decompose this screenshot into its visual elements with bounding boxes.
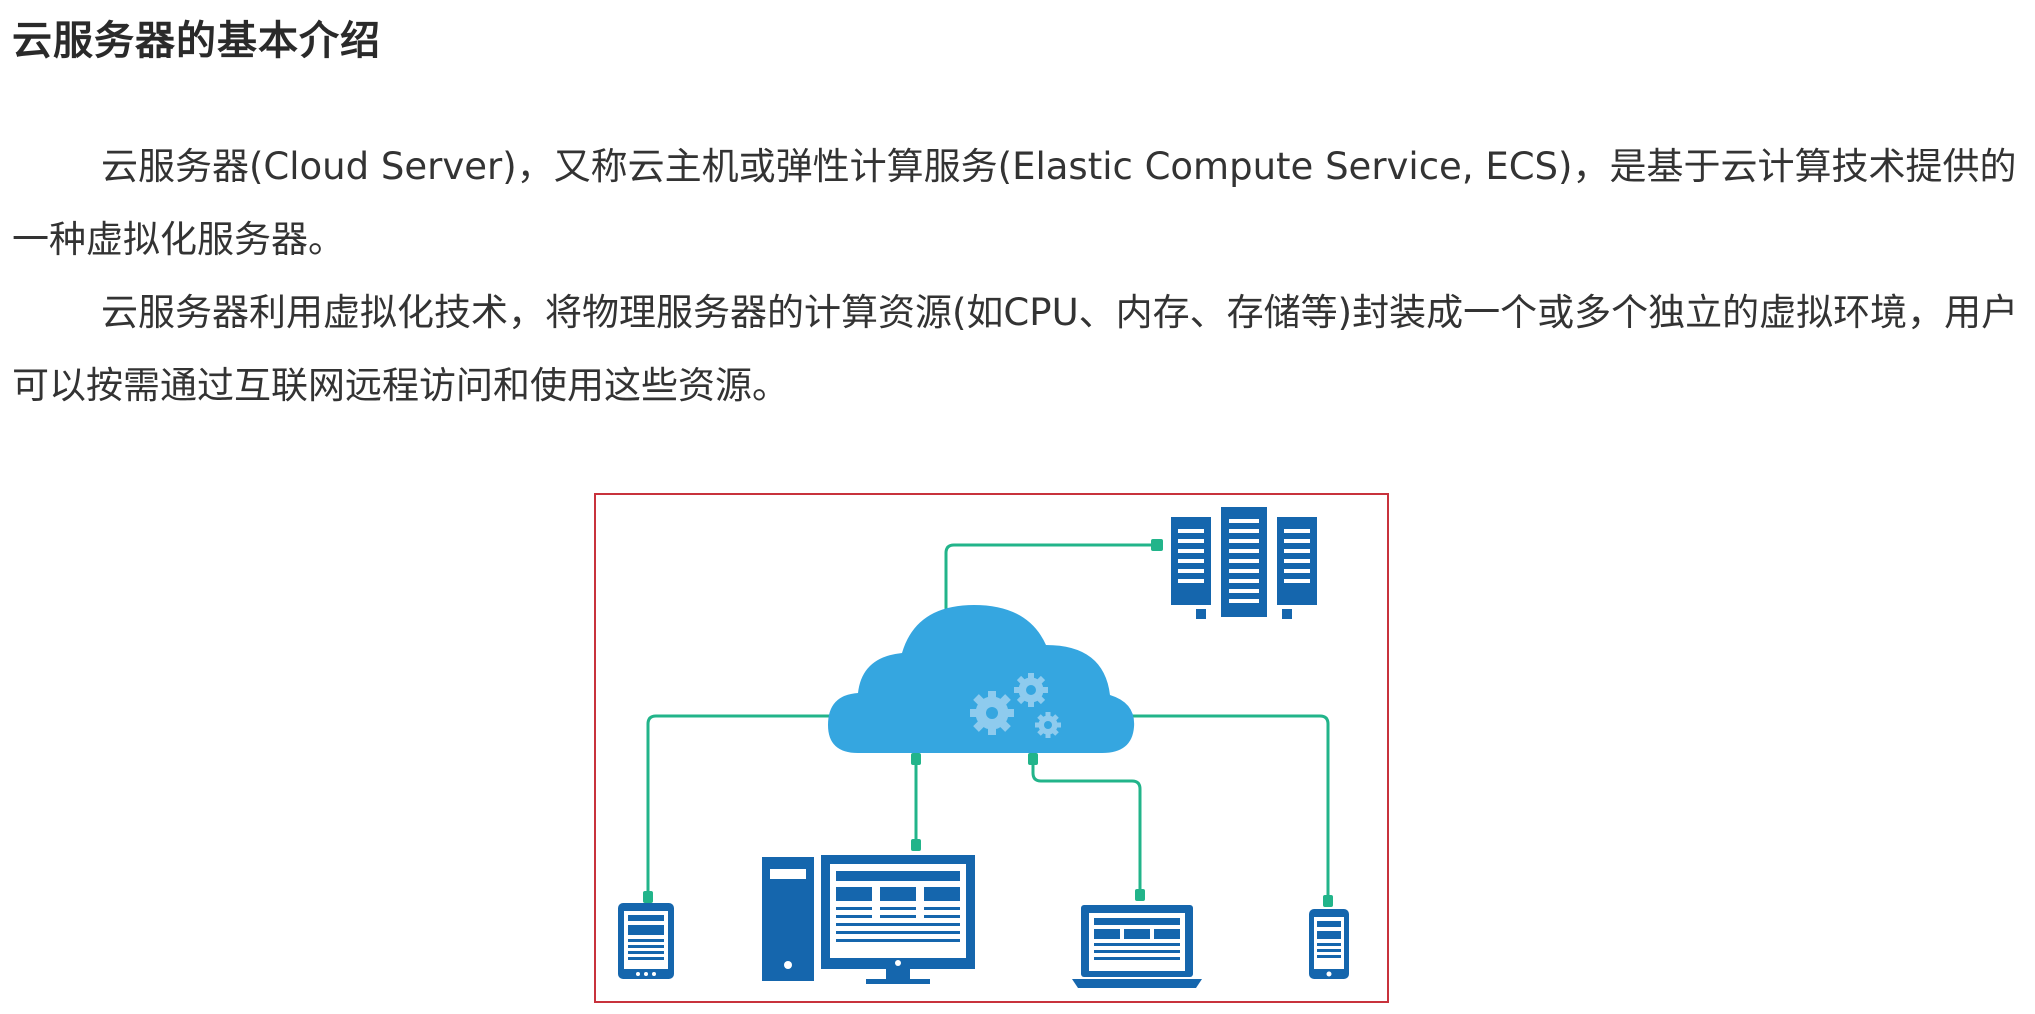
- virtualization-paragraph: 云服务器利用虚拟化技术，将物理服务器的计算资源(如CPU、内存、存储等)封装成一…: [12, 291, 2019, 407]
- gear-icon: [1014, 673, 1048, 707]
- server-rack-icon: [1171, 507, 1317, 619]
- plug: [911, 753, 921, 765]
- connector-cloud-tablet: [646, 714, 853, 893]
- plug: [1151, 539, 1163, 551]
- laptop-icon: [1072, 905, 1202, 988]
- plug: [643, 891, 653, 903]
- connector-lines: [646, 543, 1330, 900]
- plug: [1135, 889, 1145, 901]
- connector-cloud-server: [944, 543, 1156, 632]
- plug: [1028, 753, 1038, 765]
- gear-icon: [970, 691, 1014, 735]
- gear-icon: [1035, 712, 1061, 738]
- cloud-server-diagram: [594, 493, 1389, 1003]
- desktop-computer-icon: [762, 855, 975, 984]
- tablet-icon: [618, 903, 674, 979]
- plug: [1323, 895, 1333, 907]
- smartphone-icon: [1309, 909, 1349, 979]
- diagram-canvas: [618, 507, 1349, 988]
- connector-cloud-phone: [1116, 714, 1330, 900]
- connector-cloud-laptop: [1031, 758, 1142, 895]
- plug: [911, 839, 921, 851]
- intro-paragraph: 云服务器(Cloud Server)，又称云主机或弹性计算服务(Elastic …: [12, 145, 2017, 261]
- cloud-icon: [828, 605, 1135, 753]
- page-title: 云服务器的基本介绍: [12, 18, 381, 64]
